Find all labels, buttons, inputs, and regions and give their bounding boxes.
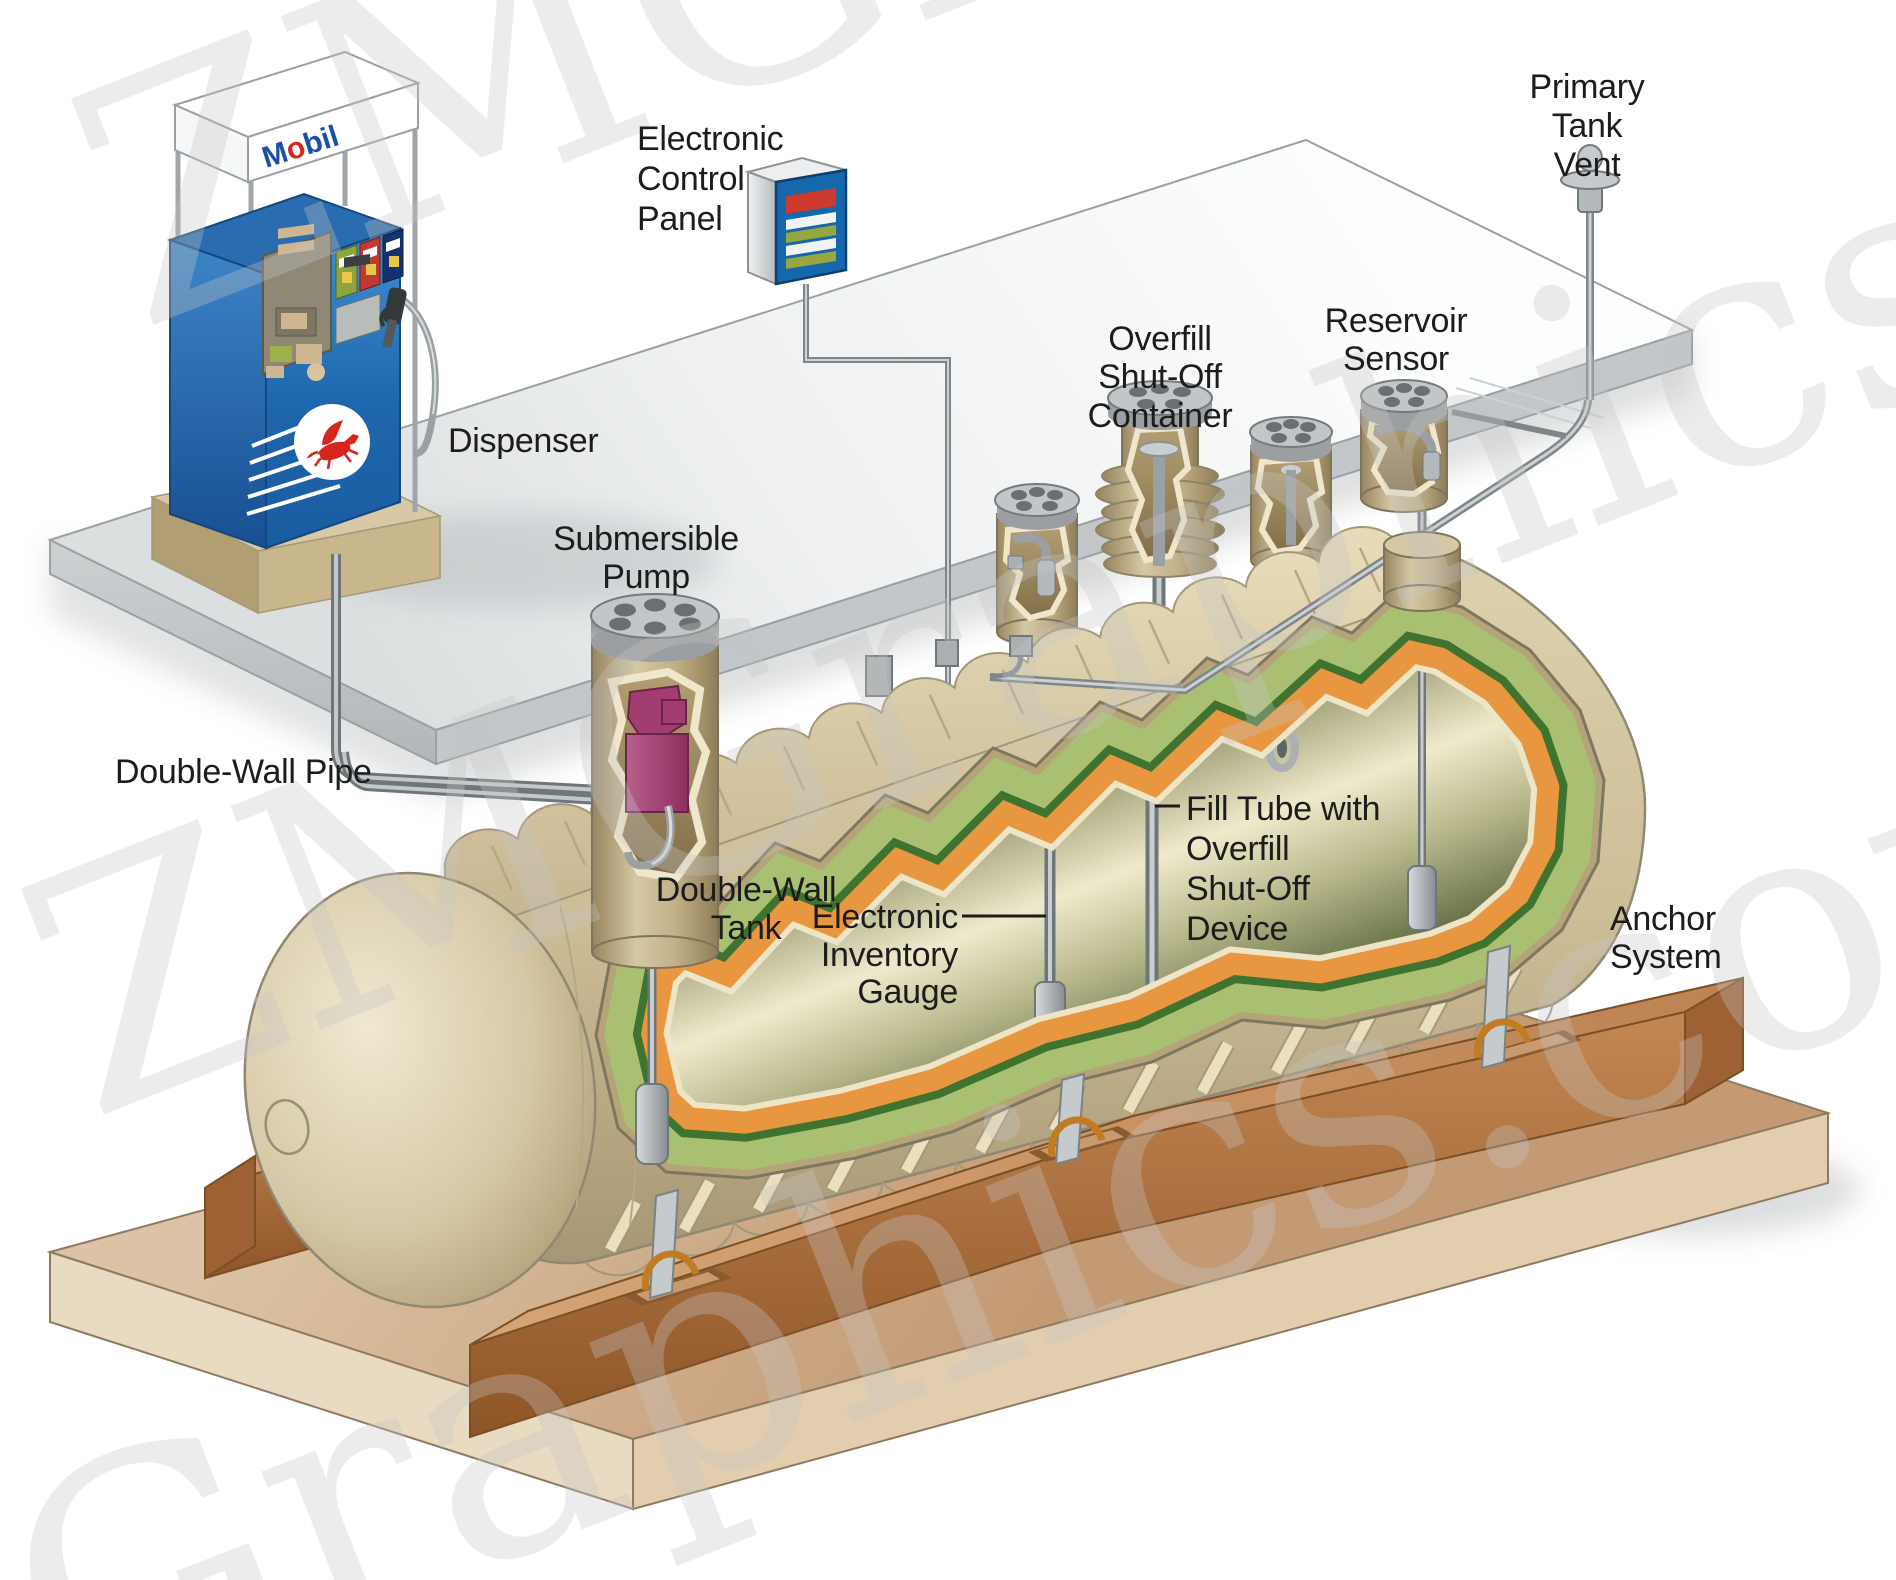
tank-dome-end bbox=[243, 871, 639, 1309]
riser-reservoir-sensor bbox=[1360, 379, 1448, 545]
double-wall-pipe bbox=[331, 554, 601, 805]
pump-unit bbox=[624, 684, 689, 870]
panel-slot bbox=[278, 223, 314, 239]
control-panel-box bbox=[744, 156, 848, 286]
vent-piping bbox=[989, 144, 1620, 695]
riser-gauge-access bbox=[1249, 416, 1333, 640]
panel-red-bar bbox=[786, 188, 836, 214]
vent-cap-ball bbox=[1577, 144, 1603, 172]
nozzle bbox=[379, 287, 407, 349]
pipe-fitting bbox=[1009, 635, 1033, 657]
canopy: Mobil bbox=[172, 50, 421, 184]
dispenser-body bbox=[166, 192, 439, 550]
label-double-wall-pipe: Double-Wall Pipe bbox=[115, 753, 372, 791]
label-dispenser: Dispenser bbox=[448, 422, 598, 460]
anchor-straps bbox=[641, 944, 1532, 1300]
anchor-beam-front bbox=[469, 944, 1744, 1439]
submersible-pump-riser bbox=[590, 593, 720, 1165]
reservoir-collar bbox=[1383, 531, 1461, 612]
conduit-fitting bbox=[865, 655, 893, 697]
fuel-dispenser: Mobil bbox=[166, 50, 439, 550]
speed-stripes bbox=[246, 425, 341, 516]
keypad-panel bbox=[262, 230, 332, 376]
pump-rod-weight bbox=[635, 1083, 669, 1165]
tank-bottom-ribs bbox=[584, 963, 1554, 1277]
riser-overfill-container bbox=[1095, 380, 1225, 690]
cap-holes bbox=[609, 598, 701, 635]
cable-junction-box bbox=[935, 639, 959, 667]
lower-display bbox=[335, 293, 381, 345]
storage-tank bbox=[243, 526, 1647, 1340]
pegasus-logo bbox=[294, 404, 370, 480]
sensor-vent-branch bbox=[1451, 409, 1567, 439]
dome-manhole bbox=[264, 1098, 310, 1156]
primary-vent-riser bbox=[1560, 144, 1620, 400]
